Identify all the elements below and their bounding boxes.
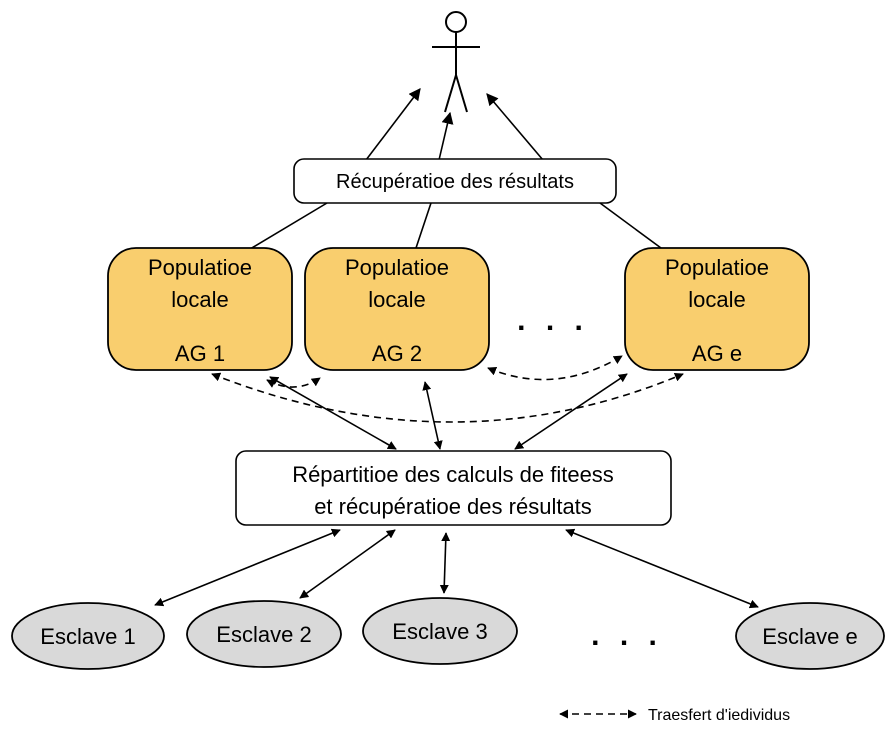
dispatch-box: Répartitioe des calculs de fiteess et ré… — [235, 450, 672, 526]
population-label-line2: locale — [688, 287, 745, 312]
slave-ellipsis: . . . — [591, 619, 663, 652]
slave-label: Esclave 2 — [216, 622, 311, 647]
population-id: AG 2 — [372, 341, 422, 366]
population-ellipsis: . . . — [517, 304, 589, 337]
legend-label: Traesfert d'iedividus — [648, 707, 790, 724]
dispatch-box-line2: et récupératioe des résultats — [314, 494, 592, 519]
slave-node-e: Esclave e — [735, 602, 885, 670]
slave-label: Esclave 1 — [40, 624, 135, 649]
legend: Traesfert d'iedividus — [559, 707, 790, 724]
slave-label: Esclave 3 — [392, 619, 487, 644]
population-node-e: Populatioe locale AG e — [624, 247, 810, 371]
result-box: Récupératioe des résultats — [293, 158, 617, 204]
population-dispatch-arrows — [269, 373, 628, 450]
result-to-user-arrows — [365, 88, 544, 161]
population-id: AG e — [692, 341, 742, 366]
stick-figure-icon — [432, 11, 480, 113]
slave-node-3: Esclave 3 — [362, 597, 518, 665]
population-label-line2: locale — [368, 287, 425, 312]
slave-node-1: Esclave 1 — [11, 602, 165, 670]
population-label-line1: Populatioe — [665, 255, 769, 280]
population-id: AG 1 — [175, 341, 225, 366]
population-label-line1: Populatioe — [345, 255, 449, 280]
population-label-line2: locale — [171, 287, 228, 312]
dispatch-slave-arrows — [154, 528, 759, 609]
population-label-line1: Populatioe — [148, 255, 252, 280]
result-box-label: Récupératioe des résultats — [336, 171, 574, 193]
population-node-2: Populatioe locale AG 2 — [304, 247, 490, 371]
slave-node-2: Esclave 2 — [186, 600, 342, 668]
population-node-1: Populatioe locale AG 1 — [107, 247, 293, 371]
dispatch-box-line1: Répartitioe des calculs de fiteess — [292, 462, 614, 487]
slave-label: Esclave e — [762, 624, 857, 649]
